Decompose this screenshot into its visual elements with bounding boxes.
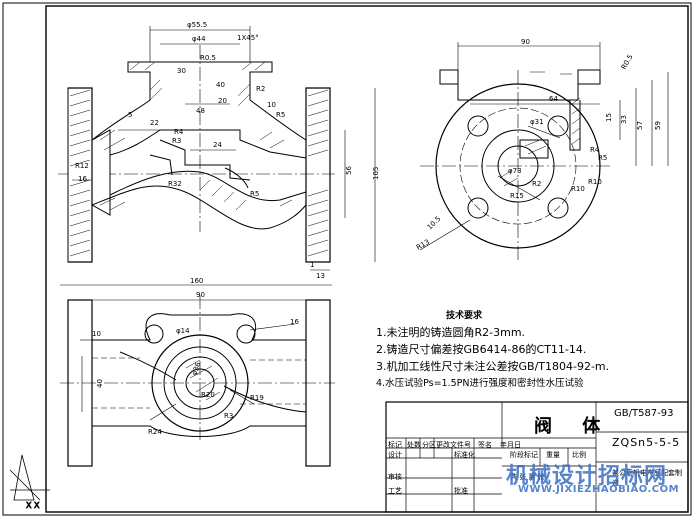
note-line-3: 3.机加工线性尺寸未注公差按GB/T1804-92-m.	[376, 360, 610, 373]
note-line-2: 2.铸造尺寸偏差按GB6414-86的CT11-14.	[376, 343, 587, 356]
sheet-count: 共 张 第 张	[510, 473, 545, 481]
dim-r24: R24	[148, 428, 162, 436]
header-zone: 分区	[422, 441, 436, 449]
dim-r32: R32	[168, 180, 182, 188]
dim-r4b: R4	[590, 146, 600, 154]
side-view	[419, 42, 669, 262]
part-name: 阀 体	[534, 416, 613, 437]
inner-frame	[45, 5, 689, 513]
dim-top90: 90	[521, 38, 530, 46]
dim-phi555: φ55.5	[187, 21, 207, 29]
dim-d40b: 40	[96, 379, 104, 388]
scale-label: 比例	[572, 451, 586, 459]
notes-title: 技术要求	[446, 311, 483, 321]
dim-r4: R4	[174, 128, 184, 136]
dim-r19: R19	[250, 394, 264, 402]
dim-d59: 59	[654, 121, 662, 130]
note-line-1: 1.未注明的铸造圆角R2-3mm.	[376, 326, 526, 339]
dim-d1: 1	[310, 261, 314, 269]
corner-mark: X X	[9, 454, 50, 510]
dim-phi14: φ14	[176, 327, 190, 335]
dim-d20: 20	[218, 97, 227, 105]
dim-d22: 22	[150, 119, 159, 127]
title-block-grid	[385, 401, 689, 513]
dim-d10: 10	[267, 101, 276, 109]
dim-d15: 15	[605, 113, 613, 122]
dim-r10: R10	[588, 178, 602, 186]
dim-r12: R12	[75, 162, 89, 170]
dim-d57: 57	[636, 121, 644, 130]
role-process: 工艺	[388, 487, 402, 495]
standard-number: GB/T587-93	[614, 408, 674, 419]
dim-d105: 105	[372, 167, 380, 180]
dim-r05a: R0.5	[200, 54, 216, 62]
header-signature: 签名	[478, 441, 492, 449]
dim-d33: 33	[620, 115, 628, 124]
company: 某公司机电产品配套制造	[612, 469, 682, 487]
header-mark: 标记	[388, 441, 402, 449]
dim-d10b: 10	[92, 330, 101, 338]
technical-notes: 技术要求 1.未注明的铸造圆角R2-3mm. 2.铸造尺寸偏差按GB6414-8…	[376, 308, 676, 392]
header-count: 处数	[407, 441, 421, 449]
front-section-view	[58, 26, 376, 286]
dim-d16: 16	[78, 175, 87, 183]
dim-d48: 48	[196, 107, 205, 115]
role-review: 审核	[388, 473, 402, 481]
dim-d56: 56	[345, 166, 353, 175]
dim-r2: R2	[256, 85, 265, 93]
dim-d16b: 16	[290, 318, 299, 326]
role-standardize: 标准化	[454, 451, 475, 459]
svg-text:X X: X X	[26, 501, 40, 510]
header-change-doc: 更改文件号	[436, 441, 471, 449]
dim-chamfer: 1X45°	[237, 34, 259, 42]
bottom-view	[60, 295, 335, 467]
dim-r15: R15	[510, 192, 524, 200]
stage-mark-label: 阶段标记	[510, 451, 538, 459]
weight-label: 重量	[546, 451, 560, 459]
dim-r10-2: R10	[571, 185, 585, 193]
dim-r05b: R0.5	[620, 53, 635, 71]
dim-d30: 30	[177, 67, 186, 75]
title-block: 阀 体 GB/T587-93 ZQSn5-5-5 某公司机电产品配套制造 标记 …	[386, 402, 688, 498]
dim-d24: 24	[213, 141, 222, 149]
dim-r3a: R3	[172, 137, 181, 145]
dim-r5a: R5	[276, 111, 285, 119]
dim-r20: R20	[201, 391, 215, 399]
dim-d105b: 10.5	[426, 215, 443, 232]
dim-r2b: R2	[532, 180, 541, 188]
role-approve: 批准	[454, 487, 468, 495]
note-line-4: 4.水压试验Ps=1.5PN进行强度和密封性水压试验	[376, 378, 584, 389]
dim-d40: 40	[216, 81, 225, 89]
dim-r5b: R5	[250, 190, 259, 198]
dim-d13: 13	[316, 272, 325, 280]
dim-bot90: 90	[196, 291, 205, 299]
dim-d5: 5	[128, 111, 132, 119]
bottom-view-dimensions: 90 10 φ14 16 40 φ36 R20 R19 R3 R24	[92, 291, 299, 436]
watermark-url: WWW.JIXIEZHAOBIAO.COM	[518, 484, 680, 495]
front-view-dimensions: φ55.5 φ44 1X45° R0.5 R2 30 40 20 10 48 2…	[75, 21, 380, 285]
dim-r13: R13	[415, 238, 431, 252]
material: ZQSn5-5-5	[612, 436, 681, 449]
dim-phi44: φ44	[192, 35, 206, 43]
dim-d64: 64	[549, 95, 558, 103]
role-design: 设计	[388, 451, 402, 459]
watermark-logo: 机械设计招标网	[506, 464, 668, 489]
header-date: 年月日	[500, 441, 521, 449]
dim-phi31: φ31	[530, 118, 544, 126]
dim-d160: 160	[190, 277, 203, 285]
dim-r3b: R3	[224, 412, 233, 420]
dim-phi73: φ73	[508, 167, 522, 175]
dim-r5c: R5	[598, 154, 607, 162]
